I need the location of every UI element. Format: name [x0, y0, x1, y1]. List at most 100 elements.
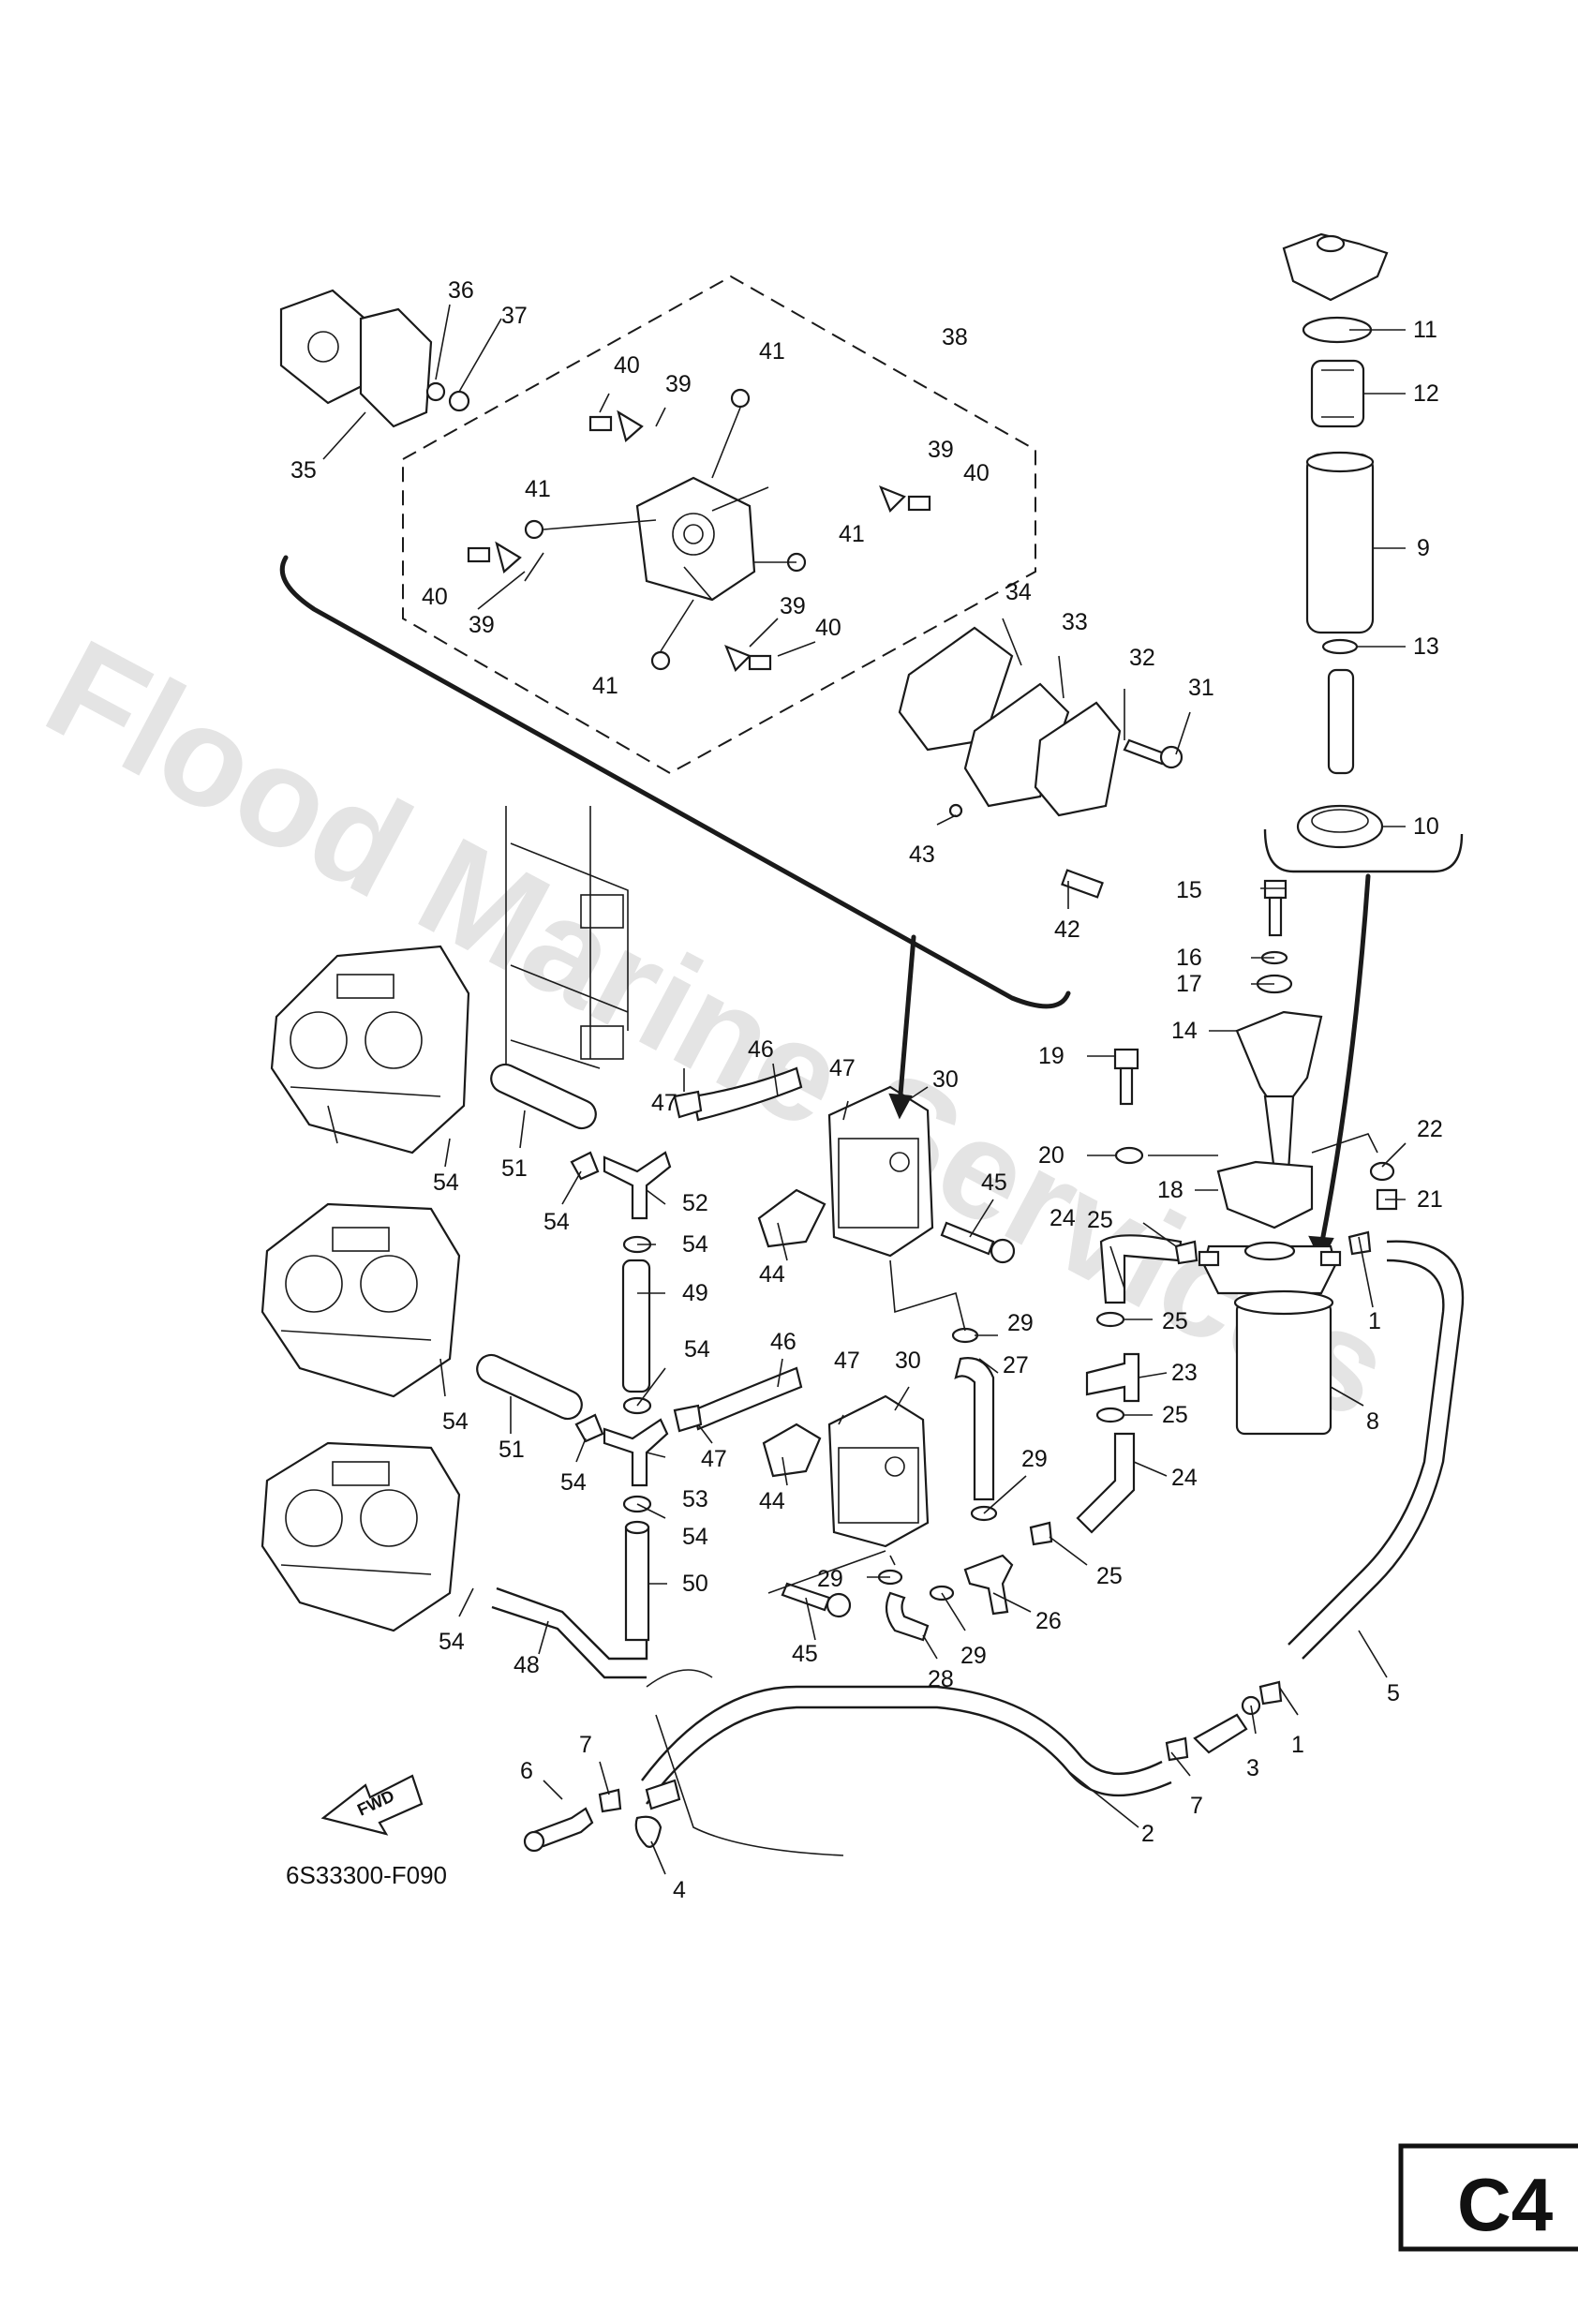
- callout-29d: 29: [960, 1643, 987, 1669]
- section-badge: [1398, 2143, 1578, 2252]
- filter-bracket-14: [1235, 1010, 1323, 1117]
- callout-32: 32: [1129, 645, 1155, 671]
- callout-12: 12: [1413, 380, 1439, 407]
- callout-33: 33: [1062, 609, 1088, 635]
- callout-49: 49: [682, 1280, 708, 1306]
- callout-50: 50: [682, 1571, 708, 1597]
- callout-25b: 25: [1162, 1308, 1188, 1334]
- callout-41d: 41: [592, 673, 618, 699]
- callout-30b: 30: [895, 1348, 921, 1374]
- joint-52: [603, 1151, 672, 1220]
- callout-29a: 29: [1007, 1310, 1034, 1336]
- callout-39b: 39: [928, 437, 954, 463]
- callout-15: 15: [1176, 877, 1202, 903]
- hose-50: [624, 1526, 650, 1642]
- hose-28: [885, 1591, 930, 1642]
- callout-54a: 54: [433, 1169, 459, 1196]
- pump-cover-gasket-35: [279, 289, 372, 405]
- pump-kit-boundary: [402, 275, 1036, 775]
- connector-6: [532, 1807, 594, 1848]
- callout-30a: 30: [932, 1066, 959, 1093]
- callout-5: 5: [1387, 1680, 1400, 1706]
- pump-leaders: [767, 1259, 966, 1594]
- hose-2: [641, 1685, 1163, 1781]
- hose-24-top: [1099, 1234, 1183, 1304]
- pump-diaphragm-plate: [359, 307, 433, 428]
- callout-13: 13: [1413, 633, 1439, 660]
- drawing-code: 6S33300-F090: [286, 1861, 447, 1889]
- callout-16: 16: [1176, 945, 1202, 971]
- pump-detail-bracket: [279, 555, 1071, 1009]
- callout-11: 11: [1413, 317, 1437, 343]
- callout-2: 2: [1141, 1821, 1154, 1847]
- callout-54f: 54: [560, 1469, 587, 1496]
- carburetor-middle: [261, 1202, 461, 1398]
- joint-53: [603, 1418, 669, 1487]
- callout-8: 8: [1366, 1408, 1379, 1435]
- hose-24-bottom: [1076, 1432, 1136, 1534]
- callout-26: 26: [1035, 1608, 1062, 1634]
- callout-47b: 47: [651, 1090, 677, 1116]
- callout-37: 37: [501, 303, 528, 329]
- callout-31: 31: [1188, 675, 1214, 701]
- hose-group: [476, 934, 1465, 1856]
- callout-39c: 39: [469, 612, 495, 638]
- clip-4: [634, 1815, 662, 1848]
- callout-24b: 24: [1171, 1465, 1198, 1491]
- callout-leaders: [322, 304, 1407, 1875]
- hose-51-top: [490, 1063, 597, 1130]
- callout-51b: 51: [499, 1437, 525, 1463]
- hose-51-mid: [476, 1353, 583, 1421]
- callout-54e: 54: [442, 1408, 469, 1435]
- callout-47-mid: 47: [701, 1446, 727, 1472]
- callout-41a: 41: [759, 338, 785, 365]
- callout-35: 35: [290, 457, 317, 484]
- callout-43: 43: [909, 842, 935, 868]
- callout-53: 53: [682, 1486, 708, 1512]
- callout-54b: 54: [543, 1209, 570, 1235]
- callout-34: 34: [1005, 579, 1032, 605]
- callout-20: 20: [1038, 1142, 1064, 1169]
- filter-bracket-group: [1113, 879, 1398, 1436]
- clip-54-mid: [574, 1413, 604, 1443]
- callout-54h: 54: [439, 1629, 465, 1655]
- clip-54-top: [570, 1151, 600, 1181]
- callout-52: 52: [682, 1190, 708, 1216]
- joint-26: [963, 1554, 1014, 1616]
- callout-41c: 41: [839, 521, 865, 547]
- callout-10: 10: [1413, 813, 1439, 840]
- callout-25d: 25: [1096, 1563, 1123, 1589]
- filter-cup-9: [1305, 453, 1375, 634]
- callout-6: 6: [520, 1758, 533, 1784]
- callout-47a: 47: [829, 1055, 856, 1081]
- callout-46a: 46: [748, 1036, 774, 1063]
- callout-39a: 39: [665, 371, 692, 397]
- filter-arrow: [1318, 873, 1371, 1249]
- watermark-text: Flood Marine Services: [23, 609, 1415, 1449]
- callout-48: 48: [514, 1652, 540, 1678]
- callout-1b: 1: [1291, 1732, 1304, 1758]
- callout-45b: 45: [792, 1641, 818, 1667]
- callout-54d: 54: [684, 1336, 710, 1363]
- callout-27: 27: [1003, 1352, 1029, 1378]
- callout-38: 38: [942, 324, 968, 350]
- callout-17: 17: [1176, 971, 1202, 997]
- callout-14: 14: [1171, 1018, 1198, 1044]
- engine-block-outline: [505, 806, 629, 1078]
- pump-cover-32: [1034, 701, 1122, 817]
- callout-9: 9: [1417, 535, 1430, 561]
- callout-40a: 40: [614, 352, 640, 379]
- fwd-arrow: FWD: [320, 1774, 424, 1836]
- section-label: C4: [1457, 2163, 1554, 2246]
- callout-54c: 54: [682, 1231, 708, 1258]
- callout-29b: 29: [1021, 1446, 1048, 1472]
- hose-49: [621, 1259, 651, 1393]
- lower-cowl-outline: [646, 1669, 844, 1856]
- callout-42: 42: [1054, 916, 1080, 943]
- bolt-15: [1263, 879, 1288, 900]
- callout-40d: 40: [815, 615, 841, 641]
- bracket-18: [1216, 1160, 1314, 1229]
- joint-23: [1085, 1352, 1140, 1403]
- callout-44a: 44: [759, 1261, 785, 1288]
- callout-40b: 40: [963, 460, 990, 486]
